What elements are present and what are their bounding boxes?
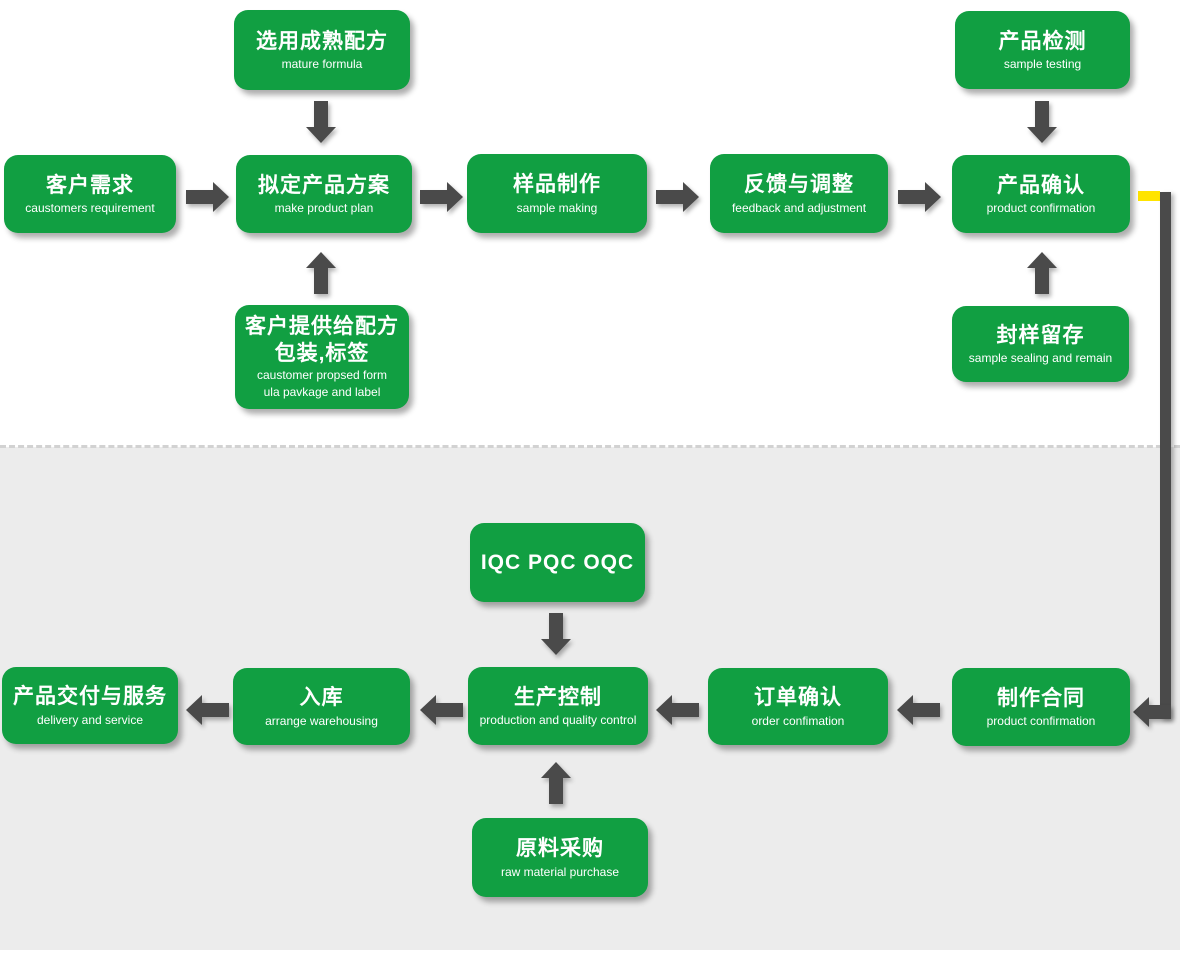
node-title: 反馈与调整 (744, 173, 854, 197)
node-delivery-service: 产品交付与服务 delivery and service (2, 667, 178, 744)
node-subtitle: make product plan (274, 201, 374, 216)
arrow-left-icon (656, 695, 699, 725)
node-sample-making: 样品制作 sample making (467, 154, 647, 233)
arrow-left-icon (897, 695, 940, 725)
node-customer-requirement: 客户需求 caustomers requirement (4, 155, 176, 233)
arrow-down-icon (306, 101, 336, 143)
node-subtitle: mature formula (281, 57, 363, 72)
node-subtitle: feedback and adjustment (731, 200, 867, 215)
node-production-control: 生产控制 production and quality control (468, 667, 648, 745)
node-product-plan: 拟定产品方案 make product plan (236, 155, 412, 233)
node-subtitle-line2: ula pavkage and label (263, 385, 381, 400)
node-title: IQC PQC OQC (480, 550, 635, 574)
node-title: 订单确认 (754, 686, 842, 710)
arrow-right-icon (656, 182, 699, 212)
node-title-line2: 包装,标签 (274, 342, 370, 365)
node-title: 产品交付与服务 (13, 685, 167, 709)
node-subtitle: sample making (516, 200, 598, 215)
node-subtitle: product confirmation (986, 201, 1096, 216)
arrow-up-icon (306, 252, 336, 294)
node-subtitle: arrange warehousing (265, 713, 378, 728)
arrow-up-icon (541, 762, 571, 804)
section-divider-dashed-line (0, 445, 1180, 448)
node-title: 客户需求 (46, 173, 134, 197)
node-subtitle-line1: caustomer propsed form (256, 368, 388, 383)
node-subtitle: sample testing (1003, 57, 1082, 72)
node-title: 产品检测 (998, 29, 1087, 53)
node-raw-material: 原料采购 raw material purchase (472, 818, 648, 897)
arrow-left-icon (420, 695, 463, 725)
arrow-right-icon (420, 182, 463, 212)
arrow-up-icon (1027, 252, 1057, 294)
node-title: 样品制作 (513, 173, 601, 197)
node-order-confirmation: 订单确认 order confimation (708, 668, 888, 745)
node-title-line1: 客户提供给配方 (245, 314, 399, 338)
node-title: 拟定产品方案 (258, 173, 390, 197)
node-warehousing: 入库 arrange warehousing (233, 668, 410, 745)
arrow-right-icon (898, 182, 941, 212)
node-title: 生产控制 (514, 685, 602, 709)
node-subtitle: raw material purchase (500, 864, 620, 879)
node-contract: 制作合同 product confirmation (952, 668, 1130, 746)
node-product-confirmation: 产品确认 product confirmation (952, 155, 1130, 233)
arrow-left-icon (186, 695, 229, 725)
node-subtitle: product confirmation (986, 714, 1096, 729)
node-subtitle: delivery and service (36, 712, 144, 727)
connector-yellow-segment (1138, 191, 1160, 201)
arrow-down-icon (1027, 101, 1057, 143)
node-title: 封样留存 (996, 323, 1085, 347)
node-subtitle: production and quality control (479, 713, 637, 728)
node-iqc-pqc-oqc: IQC PQC OQC (470, 523, 645, 602)
node-title: 入库 (299, 686, 344, 710)
node-feedback-adjustment: 反馈与调整 feedback and adjustment (710, 154, 888, 233)
node-title: 选用成熟配方 (256, 29, 388, 53)
node-subtitle: sample sealing and remain (968, 351, 1113, 366)
node-sample-sealing: 封样留存 sample sealing and remain (952, 306, 1129, 382)
node-product-testing: 产品检测 sample testing (955, 11, 1130, 89)
node-customer-formula: 客户提供给配方 包装,标签 caustomer propsed form ula… (235, 305, 409, 409)
node-title: 制作合同 (997, 686, 1085, 710)
arrow-left-into-contract-icon (1133, 697, 1171, 727)
node-subtitle: order confimation (751, 713, 845, 728)
arrow-right-icon (186, 182, 229, 212)
node-title: 产品确认 (997, 173, 1085, 197)
node-subtitle: caustomers requirement (25, 201, 155, 216)
connector-vertical-line (1160, 192, 1171, 719)
node-mature-formula: 选用成熟配方 mature formula (234, 10, 410, 90)
node-title: 原料采购 (516, 837, 604, 861)
arrow-down-icon (541, 613, 571, 655)
